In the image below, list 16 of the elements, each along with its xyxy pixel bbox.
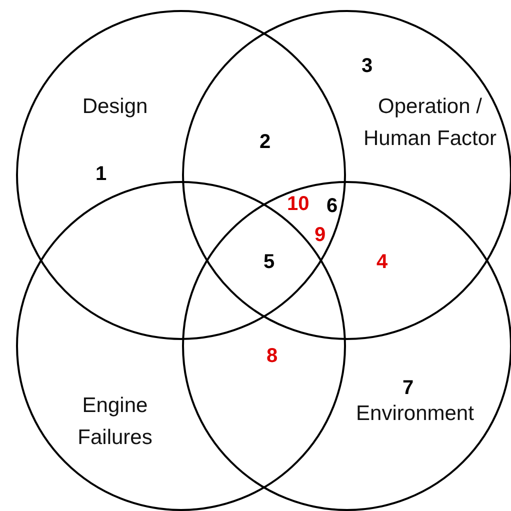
set-label: Operation / Human Factor: [362, 94, 498, 152]
region-number: 2: [260, 130, 271, 154]
region-number: 3: [362, 54, 373, 78]
venn-circle: [16, 181, 346, 511]
region-number: 5: [264, 250, 275, 274]
region-number: 6: [326, 194, 338, 218]
region-number: 4: [376, 250, 388, 274]
region-number: 9: [314, 224, 326, 246]
venn-circle: [16, 10, 346, 340]
set-label: Engine Failures: [76, 393, 154, 451]
region-number: 7: [402, 376, 414, 400]
set-label: Design: [81, 94, 149, 120]
set-label: Environment: [355, 401, 475, 427]
region-number: 8: [266, 344, 278, 368]
region-number: 10: [287, 192, 310, 216]
region-number: 1: [96, 162, 107, 186]
